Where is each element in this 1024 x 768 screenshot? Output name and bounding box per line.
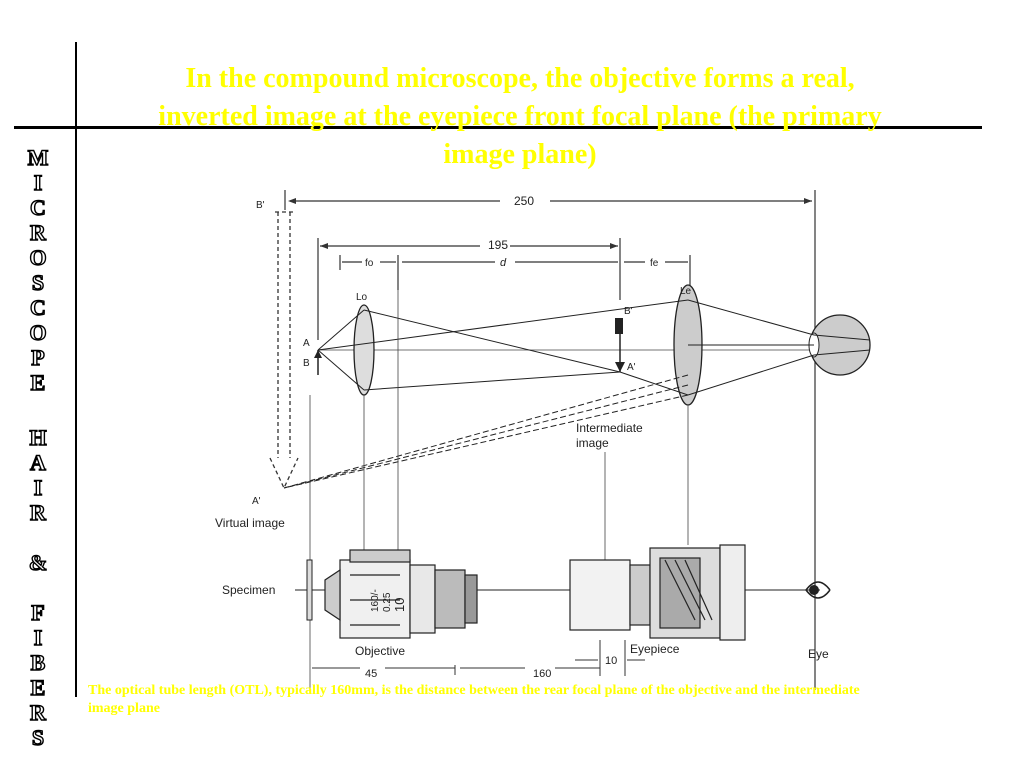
dim-45-label: 45 xyxy=(365,668,377,680)
image-label: image xyxy=(576,436,609,450)
sidebar-letter: O xyxy=(29,244,48,270)
slide-title: In the compound microscope, the objectiv… xyxy=(158,63,882,170)
lo-label: Lo xyxy=(356,292,368,303)
sidebar-letter: H xyxy=(29,424,48,450)
sidebar-letter: S xyxy=(31,269,45,295)
objective-marking-3: 160/- xyxy=(370,589,381,612)
horizontal-rule xyxy=(14,126,982,129)
label-b: B xyxy=(303,358,310,369)
dim-160-label: 160 xyxy=(533,668,551,680)
label-b-prime: B' xyxy=(624,306,633,317)
intermediate-label: Intermediate xyxy=(576,421,643,435)
label-a-prime-intermediate: A' xyxy=(627,362,636,373)
eyepiece-label: Eyepiece xyxy=(630,642,680,656)
sidebar-letter: E xyxy=(30,674,46,700)
sidebar-letter: A xyxy=(29,449,46,475)
eye-icon xyxy=(805,581,831,599)
vertical-rule xyxy=(75,42,77,697)
objective-label: Objective xyxy=(355,644,405,658)
sidebar-letter: F xyxy=(31,599,46,625)
sidebar-letter: I xyxy=(33,474,43,500)
sidebar-letter: B xyxy=(30,649,46,675)
dim-250-label: 250 xyxy=(514,194,534,208)
virtual-image-label: Virtual image xyxy=(215,516,285,530)
dim-fo-label: fo xyxy=(365,258,374,269)
sidebar-letter: & xyxy=(28,549,48,575)
sidebar-letter: R xyxy=(29,699,46,725)
sidebar-letter: C xyxy=(29,194,46,220)
sidebar-letter: I xyxy=(33,624,43,650)
sidebar-letter: M xyxy=(27,144,49,170)
sidebar-letter: R xyxy=(29,219,46,245)
dim-fe-label: fe xyxy=(650,258,659,269)
le-label: Le xyxy=(680,286,692,297)
dim-10-label: 10 xyxy=(605,655,617,667)
label-a: A xyxy=(303,338,310,349)
objective-marking-2: 0.25 xyxy=(382,592,393,612)
sidebar-letter: I xyxy=(33,169,43,195)
dim-d-label: d xyxy=(500,257,507,269)
virtual-a-prime-label: A' xyxy=(252,496,261,507)
sidebar-letter: O xyxy=(29,319,48,345)
dim-195-label: 195 xyxy=(488,238,508,252)
sidebar-letter: E xyxy=(30,369,46,395)
sidebar-letter: P xyxy=(31,344,46,370)
sidebar-letter: C xyxy=(29,294,46,320)
eye-label: Eye xyxy=(808,647,829,661)
specimen-label: Specimen xyxy=(222,583,275,597)
objective-body xyxy=(324,549,478,639)
eyepiece-body xyxy=(569,544,746,641)
virtual-b-label: B' xyxy=(256,200,265,211)
footer-caption: The optical tube length (OTL), typically… xyxy=(88,683,860,716)
objective-lens xyxy=(353,304,375,396)
sidebar-letter: S xyxy=(31,724,45,750)
objective-marking-1: 10 xyxy=(392,598,407,612)
specimen-slide xyxy=(306,559,313,621)
sidebar-vertical-title: M I C R O S C O P E H A I R & F I B E R … xyxy=(8,144,68,750)
sidebar-letter: R xyxy=(29,499,46,525)
